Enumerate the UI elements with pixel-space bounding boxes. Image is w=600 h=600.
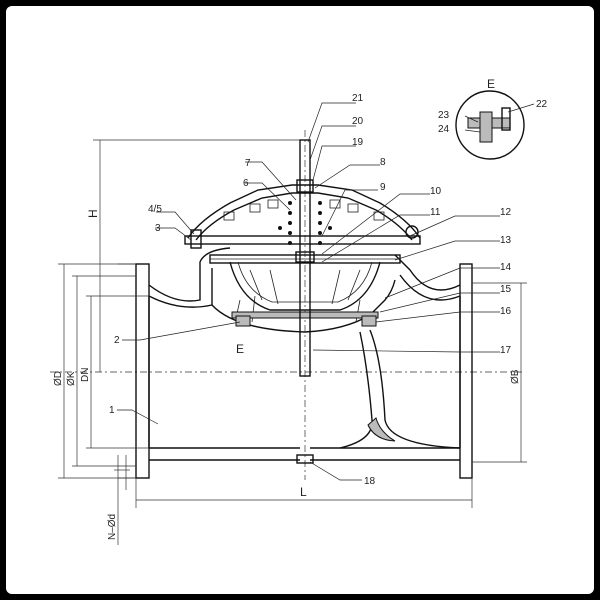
dim-B: ØB <box>510 369 521 384</box>
label-2: 2 <box>114 335 120 346</box>
label-20: 20 <box>352 116 364 127</box>
left-bolt <box>190 229 202 249</box>
detail-title: E <box>487 77 495 91</box>
label-12: 12 <box>500 207 512 218</box>
label-1: 1 <box>109 405 115 416</box>
label-18: 18 <box>364 476 376 487</box>
label-3: 3 <box>155 223 161 234</box>
dim-K: ØK <box>66 371 77 386</box>
label-14: 14 <box>500 262 512 273</box>
drawing-frame: 21 20 19 8 9 10 11 12 13 14 15 16 17 18 … <box>6 6 594 594</box>
detail-callout: E <box>236 342 244 356</box>
dimensions <box>58 139 527 545</box>
label-21: 21 <box>352 93 364 104</box>
label-24: 24 <box>438 124 450 135</box>
dimension-labels: H ØD ØK DN ØB L N–Ød <box>53 209 521 540</box>
label-19: 19 <box>352 137 364 148</box>
bonnet <box>184 184 421 327</box>
label-13: 13 <box>500 235 512 246</box>
label-6: 6 <box>243 178 249 189</box>
label-23: 23 <box>438 110 450 121</box>
part-labels: 21 20 19 8 9 10 11 12 13 14 15 16 17 18 … <box>109 77 548 487</box>
leader-lines <box>117 102 500 481</box>
label-17: 17 <box>500 345 512 356</box>
label-10: 10 <box>430 186 442 197</box>
label-7: 7 <box>245 158 251 169</box>
dim-D: ØD <box>53 371 64 386</box>
dim-N-d: N–Ød <box>107 514 118 540</box>
detail-e <box>455 90 535 160</box>
dim-DN: DN <box>80 368 91 382</box>
spring <box>278 201 332 245</box>
dim-L: L <box>300 485 307 499</box>
label-4-5: 4/5 <box>148 204 162 215</box>
valve-drawing: 21 20 19 8 9 10 11 12 13 14 15 16 17 18 … <box>50 77 548 545</box>
valve-body <box>118 247 473 479</box>
label-8: 8 <box>380 157 386 168</box>
label-15: 15 <box>500 284 512 295</box>
right-flange <box>459 263 473 479</box>
label-16: 16 <box>500 306 512 317</box>
label-11: 11 <box>430 207 441 218</box>
stem <box>295 139 315 464</box>
dim-H: H <box>86 209 100 218</box>
right-plug <box>405 225 419 239</box>
label-9: 9 <box>380 182 386 193</box>
label-22: 22 <box>536 99 548 110</box>
